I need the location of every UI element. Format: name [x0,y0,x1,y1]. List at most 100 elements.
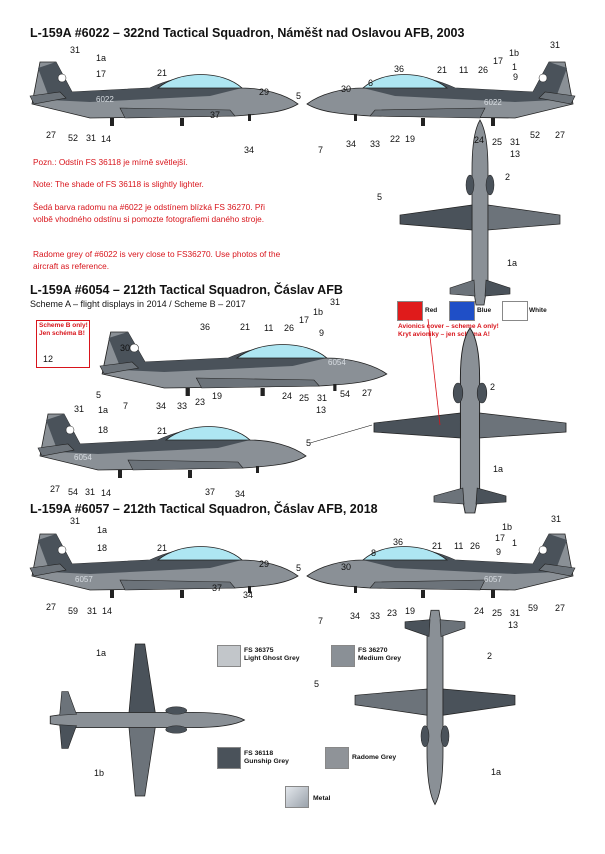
callout: 31 [70,45,80,55]
callout: 34 [350,611,360,621]
callout: 34 [244,145,254,155]
callout: 2 [505,172,510,182]
callout: 31 [70,516,80,526]
callout: 34 [243,590,253,600]
swatch-name: Light Ghost Grey [244,655,300,662]
callout: 31 [330,297,340,307]
callout: 24 [282,391,292,401]
swatch-radome-grey [325,747,349,769]
callout: 33 [370,611,380,621]
callout: 30 [341,84,351,94]
blue-label: Blue [477,307,492,314]
callout: 13 [508,620,518,630]
callout: 27 [46,130,56,140]
note-en-radome: Radome grey of #6022 is very close to FS… [33,249,281,271]
red-swatch [397,301,423,321]
callout: 21 [157,68,167,78]
callout: 23 [195,397,205,407]
serial-6057-left: 6057 [75,575,93,584]
callout: 54 [340,389,350,399]
callout: 30 [120,343,130,353]
callout: 1b [509,48,519,58]
callout: 2 [487,651,492,661]
jet-top-6054 [373,327,567,514]
callout: 27 [555,130,565,140]
callout: 34 [346,139,356,149]
callout: 25 [492,608,502,618]
callout: 37 [210,110,220,120]
callouts-6054: 31 1b 17 36 21 11 26 9 30 12 5 7 34 33 2… [43,297,503,499]
callout: 14 [101,134,111,144]
callout: 21 [157,426,167,436]
callout: 18 [97,543,107,553]
callout: 1a [491,767,501,777]
callout: 19 [212,391,222,401]
callout: 1a [507,258,517,268]
swatch-radome-grey-label: Radome Grey [352,754,397,761]
callout: 14 [102,606,112,616]
callout: 52 [530,130,540,140]
callout: 29 [259,87,269,97]
callout: 24 [474,135,484,145]
callout: 27 [555,603,565,613]
serial-6054-a: 6054 [328,358,346,367]
callouts-6022: 31 1a 17 21 29 5 37 34 27 52 31 14 31 1b… [46,40,565,268]
scheme-b-note: Scheme B only! Jen schéma B! [39,322,88,338]
callouts-6057: 31 1a 18 21 29 5 37 34 27 59 31 14 31 1b… [46,514,565,778]
callout: 1b [502,522,512,532]
white-swatch [502,301,528,321]
callout: 59 [68,606,78,616]
callout: 31 [86,133,96,143]
callout: 21 [432,541,442,551]
callout: 1b [313,307,323,317]
callout: 1a [97,525,107,535]
callout: 25 [492,137,502,147]
callout: 36 [393,537,403,547]
swatch-metal-label: Metal [313,795,331,802]
callout: 5 [377,192,382,202]
red-label: Red [425,307,438,314]
callout: 12 [43,354,53,364]
swatch-code: FS 36270 [358,647,388,654]
callout: 23 [387,608,397,618]
callout: 5 [314,679,319,689]
callout: 2 [490,382,495,392]
callout: 31 [87,606,97,616]
callout: 36 [394,64,404,74]
callout: 1 [512,62,517,72]
callout: 34 [235,489,245,499]
swatch-light-ghost-grey-label: FS 36375 Light Ghost Grey [244,647,300,663]
callout: 5 [306,438,311,448]
callout: 5 [296,91,301,101]
swatch-medium-grey-label: FS 36270 Medium Grey [358,647,401,663]
callout: 13 [510,149,520,159]
swatch-light-ghost-grey [217,645,241,667]
section-title-6022: L-159A #6022 – 322nd Tactical Squadron, … [30,26,465,40]
callout: 7 [318,616,323,626]
avionics-note-en: Avionics cover – scheme A only! [398,323,499,330]
callout: 17 [96,69,106,79]
callout: 18 [98,425,108,435]
callout: 21 [157,543,167,553]
callout: 31 [510,137,520,147]
callout: 31 [510,608,520,618]
callout: 33 [177,401,187,411]
callout: 21 [437,65,447,75]
callout: 1 [512,538,517,548]
callout: 26 [478,65,488,75]
callout: 34 [156,401,166,411]
callout: 13 [316,405,326,415]
scheme-b-note-cz: Jen schéma B! [39,330,85,337]
serial-6054-b: 6054 [74,453,92,462]
callout: 31 [551,514,561,524]
callout: 31 [550,40,560,50]
scheme-b-detail-box: Scheme B only! Jen schéma B! [36,320,90,368]
note-cz-shade: Pozn.: Odstín FS 36118 je mírně světlejš… [33,157,188,167]
callout: 7 [123,401,128,411]
callout: 1a [96,648,106,658]
callout: 31 [85,487,95,497]
note-en-shade: Note: The shade of FS 36118 is slightly … [33,179,204,189]
callout: 54 [68,487,78,497]
swatch-medium-grey [331,645,355,667]
section-subtitle-6054: Scheme A – flight displays in 2014 / Sch… [30,299,246,309]
